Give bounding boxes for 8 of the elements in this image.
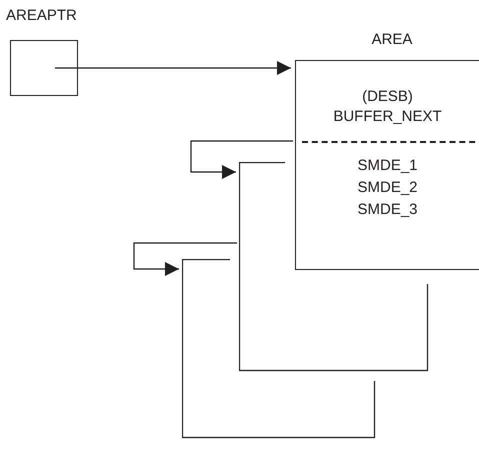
box-heading: AREA [372,30,412,50]
arrow [55,61,291,75]
box-heading: AREAPTR [6,6,77,26]
open-box [182,259,376,439]
field-label: (DESB) BUFFER_NEXT [332,87,443,127]
arrow [190,140,293,179]
entry-list: SMDE_1 SMDE_2 SMDE_3 [348,155,428,221]
arrow [133,242,237,276]
